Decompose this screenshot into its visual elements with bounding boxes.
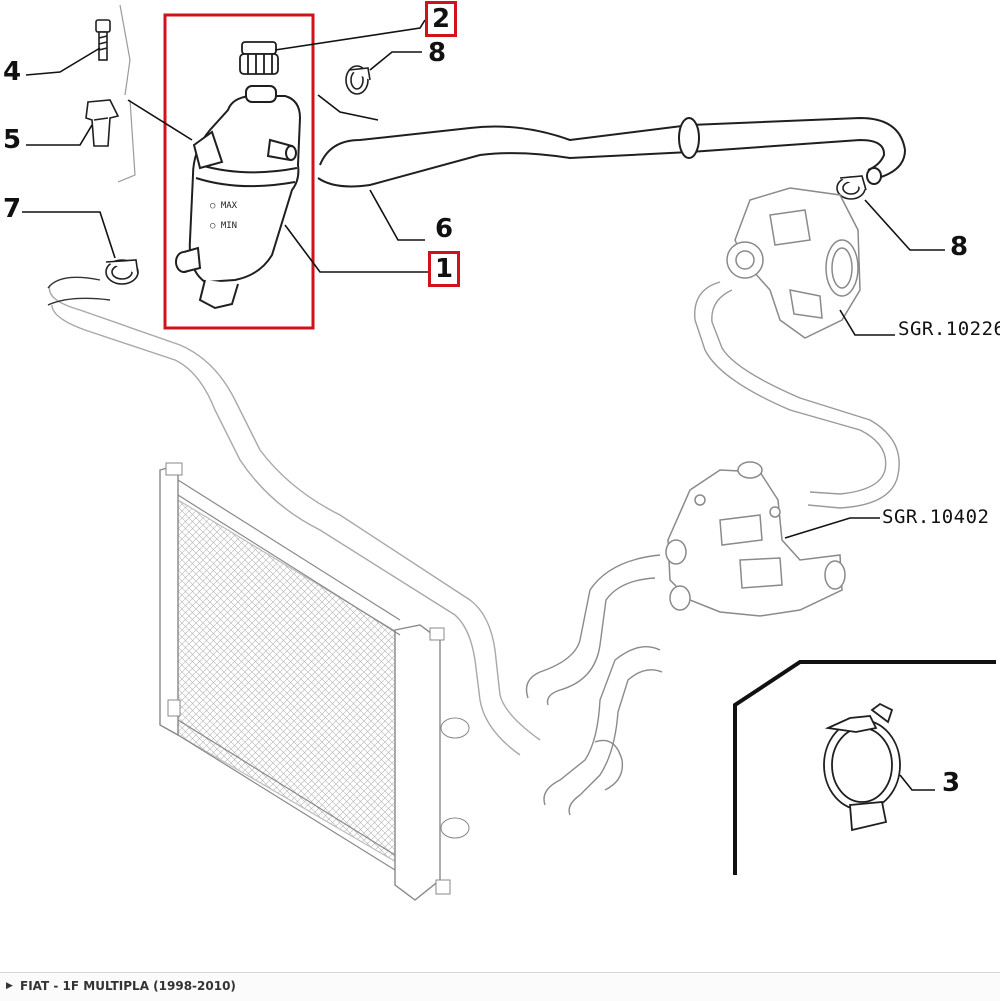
clip-8-upper — [345, 65, 371, 95]
lower-hoses — [525, 554, 663, 816]
svg-text:○ MAX: ○ MAX — [210, 201, 238, 211]
leader-lines — [22, 19, 945, 791]
inset-frame — [733, 660, 996, 875]
radiator — [159, 462, 470, 901]
bracket-lines — [117, 4, 136, 183]
bolt-4 — [95, 19, 111, 61]
expansion-tank-1: ○ MAX ○ MIN — [175, 85, 302, 310]
diagram-drawing: ○ MAX ○ MIN — [22, 4, 996, 901]
footer-bar: ▶ FIAT - 1F MULTIPLA (1998-2010) — [0, 972, 1000, 1001]
fastener-5 — [85, 99, 120, 147]
callout-5: 5 — [3, 125, 22, 155]
callout-1: 1 — [428, 251, 461, 287]
callout-2: 2 — [425, 1, 458, 37]
callout-6: 6 — [435, 214, 454, 244]
thermostat-housing — [665, 461, 846, 617]
hose-end-left — [47, 276, 111, 306]
callout-7: 7 — [3, 194, 22, 224]
cap-2 — [239, 41, 279, 75]
tank-highlight-frame — [163, 13, 315, 330]
footer-title: FIAT - 1F MULTIPLA (1998-2010) — [20, 979, 236, 993]
clip-8-lower — [836, 175, 867, 200]
throttle-hose — [694, 281, 900, 509]
callout-8-lower: 8 — [950, 232, 969, 262]
parts-diagram: ○ MAX ○ MIN — [3, 1, 1000, 901]
long-coolant-pipe — [48, 284, 541, 756]
group-ref-thermostat: SGR.10402 — [882, 506, 990, 528]
clamp-3 — [823, 702, 901, 832]
hose-6 — [317, 116, 907, 188]
group-ref-throttle: SGR.10226 — [898, 318, 1000, 340]
callout-8-upper: 8 — [428, 38, 447, 68]
callout-4: 4 — [3, 57, 22, 87]
expand-caret-icon[interactable]: ▶ — [6, 981, 13, 991]
svg-text:○ MIN: ○ MIN — [210, 221, 237, 231]
clip-7 — [105, 259, 139, 285]
throttle-body — [726, 187, 861, 339]
callout-3: 3 — [942, 768, 961, 798]
